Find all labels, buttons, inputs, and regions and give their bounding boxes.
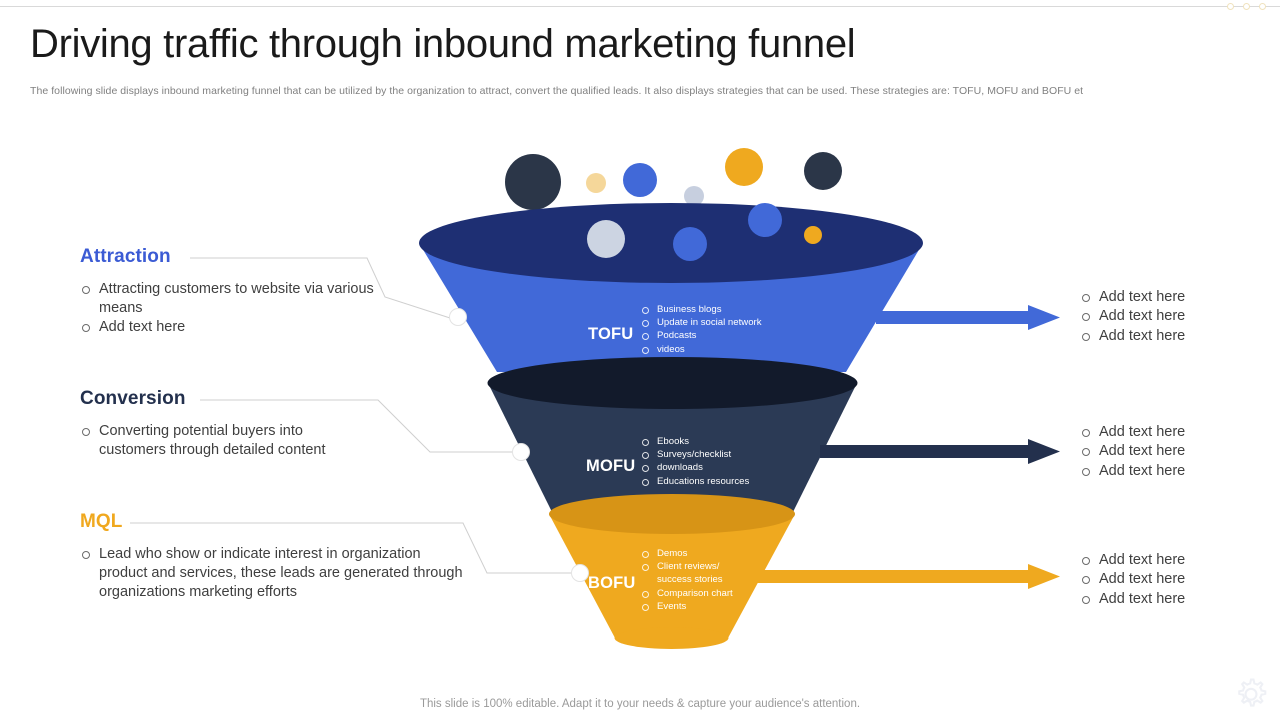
stage-list-tofu: Business blogs Update in social network …	[640, 303, 762, 356]
gear-icon[interactable]	[1230, 672, 1272, 714]
funnel-stage-tofu	[419, 203, 923, 372]
floating-bubbles-back	[505, 148, 842, 210]
funnel-stage-bofu	[549, 494, 795, 649]
stage-item: Surveys/checklist	[640, 448, 749, 461]
arrow-mofu	[840, 439, 1060, 464]
stage-item: videos	[640, 343, 762, 356]
stage-item: downloads	[640, 461, 749, 474]
section-list-conversion: Converting potential buyers into custome…	[80, 422, 370, 460]
list-item: Add text here	[1080, 570, 1185, 589]
stage-item: Client reviews/	[640, 560, 733, 573]
corner-dot-icon	[1259, 3, 1266, 10]
list-item: Add text here	[1080, 590, 1185, 609]
right-list-mofu: Add text here Add text here Add text her…	[1080, 423, 1185, 481]
stage-label-mofu: MOFU	[586, 457, 636, 475]
section-attraction: Attraction Attracting customers to websi…	[80, 247, 380, 337]
stage-item: Events	[640, 600, 733, 613]
section-conversion: Conversion Converting potential buyers i…	[80, 389, 370, 460]
right-section-tofu: Add text here Add text here Add text her…	[1080, 288, 1185, 346]
stage-list-mofu: Ebooks Surveys/checklist downloads Educa…	[640, 435, 749, 488]
top-divider	[0, 6, 1280, 7]
section-list-mql: Lead who show or indicate interest in or…	[80, 545, 465, 602]
page-title: Driving traffic through inbound marketin…	[30, 22, 856, 66]
footer-note: This slide is 100% editable. Adapt it to…	[419, 698, 861, 710]
page-subtitle: The following slide displays inbound mar…	[30, 85, 1084, 97]
section-heading-mql: MQL	[80, 511, 123, 532]
corner-dots-group	[1227, 3, 1266, 10]
funnel-node-mofu	[512, 443, 530, 461]
corner-dot-icon	[1243, 3, 1250, 10]
section-heading-conversion: Conversion	[80, 388, 186, 409]
funnel-node-tofu	[449, 308, 467, 326]
stage-label-bofu: BOFU	[588, 574, 636, 592]
funnel-stage-mofu	[487, 357, 858, 512]
list-item: Add text here	[1080, 307, 1185, 326]
list-item: Add text here	[1080, 288, 1185, 307]
right-list-tofu: Add text here Add text here Add text her…	[1080, 288, 1185, 346]
list-item: Add text here	[1080, 327, 1185, 346]
stage-item: Demos	[640, 547, 733, 560]
list-item: Add text here	[1080, 462, 1185, 481]
list-item: Add text here	[80, 318, 380, 337]
stage-item: Ebooks	[640, 435, 749, 448]
list-item: Converting potential buyers into custome…	[80, 422, 370, 460]
list-item: Add text here	[1080, 442, 1185, 461]
stage-item: Comparison chart	[640, 587, 733, 600]
section-heading-attraction: Attraction	[80, 246, 171, 267]
section-list-attraction: Attracting customers to website via vari…	[80, 280, 380, 337]
right-section-bofu: Add text here Add text here Add text her…	[1080, 551, 1185, 609]
right-section-mofu: Add text here Add text here Add text her…	[1080, 423, 1185, 481]
section-mql: MQL Lead who show or indicate interest i…	[80, 512, 465, 602]
list-item: Attracting customers to website via vari…	[80, 280, 380, 318]
arrow-tofu	[880, 305, 1060, 330]
corner-dot-icon	[1227, 3, 1234, 10]
stage-item: success stories	[657, 574, 723, 586]
list-item: Add text here	[1080, 551, 1185, 570]
stage-item: Educations resources	[640, 475, 749, 488]
stage-item: Business blogs	[640, 303, 762, 316]
stage-label-tofu: TOFU	[588, 325, 634, 343]
list-item: Add text here	[1080, 423, 1185, 442]
right-list-bofu: Add text here Add text here Add text her…	[1080, 551, 1185, 609]
arrow-bofu	[770, 564, 1060, 589]
stage-item: Update in social network	[640, 316, 762, 329]
list-item: Lead who show or indicate interest in or…	[80, 545, 465, 602]
funnel-node-bofu	[571, 564, 589, 582]
stage-item: Podcasts	[640, 329, 762, 342]
stage-list-bofu: Demos Client reviews/ success stories Co…	[640, 547, 733, 613]
